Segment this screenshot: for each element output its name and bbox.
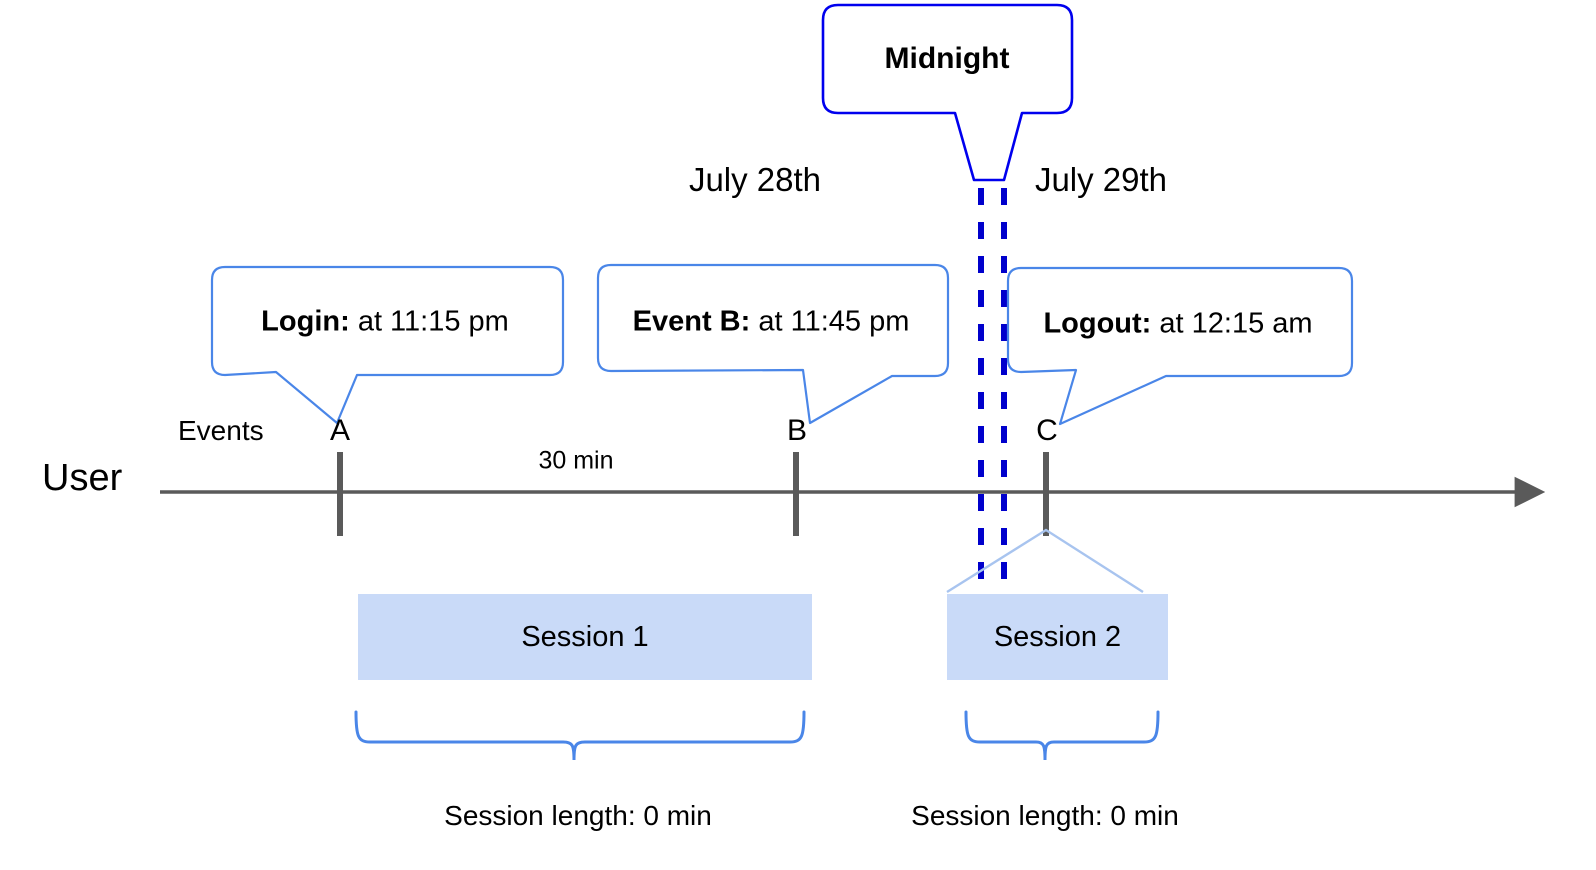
event-callout-c-rest: at 12:15 am	[1151, 307, 1313, 340]
midnight-callout-shape	[821, 3, 1074, 182]
session-length-caption-1: Session length: 0 min	[444, 800, 712, 831]
midnight-dashed-lines	[978, 188, 1007, 588]
event-tick-letter-b: B	[786, 414, 808, 447]
session2-connector	[946, 528, 1144, 594]
event-tick-letter-c: C	[1036, 414, 1058, 447]
event-tick-letter-a: A	[329, 414, 351, 447]
session-bar-2: Session 2	[947, 594, 1168, 680]
gap-duration-label: 30 min	[538, 446, 614, 475]
axis-events-label: Events	[178, 415, 264, 446]
event-tick-marks	[337, 452, 1049, 536]
event-callout-a-rest: at 11:15 pm	[349, 305, 509, 338]
event-callout-label-b: Event B: at 11:45 pm	[633, 306, 910, 339]
date-label-july-28: July 28th	[688, 161, 822, 198]
event-callout-b-bold: Event B:	[632, 305, 751, 338]
axis-row-label-user: User	[42, 457, 123, 499]
event-callout-shape-c	[1006, 266, 1354, 426]
session-bar-1: Session 1	[358, 594, 812, 680]
event-callout-label-a: Login: at 11:15 pm	[261, 306, 509, 339]
event-callout-c-bold: Logout:	[1043, 307, 1152, 340]
brace-session-2	[964, 710, 1160, 761]
event-callout-shape-b	[596, 263, 950, 425]
midnight-callout-label: Midnight	[884, 42, 1010, 75]
session-bar-1-label: Session 1	[521, 620, 649, 653]
date-label-july-29: July 29th	[1034, 161, 1168, 198]
event-callout-a-bold: Login:	[261, 305, 350, 338]
session-bar-2-label: Session 2	[993, 620, 1122, 653]
event-callout-shape-a	[210, 265, 565, 425]
brace-session-1	[354, 710, 806, 761]
session-length-caption-2: Session length: 0 min	[911, 800, 1179, 831]
event-callout-b-rest: at 11:45 pm	[750, 305, 910, 338]
event-callout-label-c: Logout: at 12:15 am	[1043, 308, 1312, 341]
